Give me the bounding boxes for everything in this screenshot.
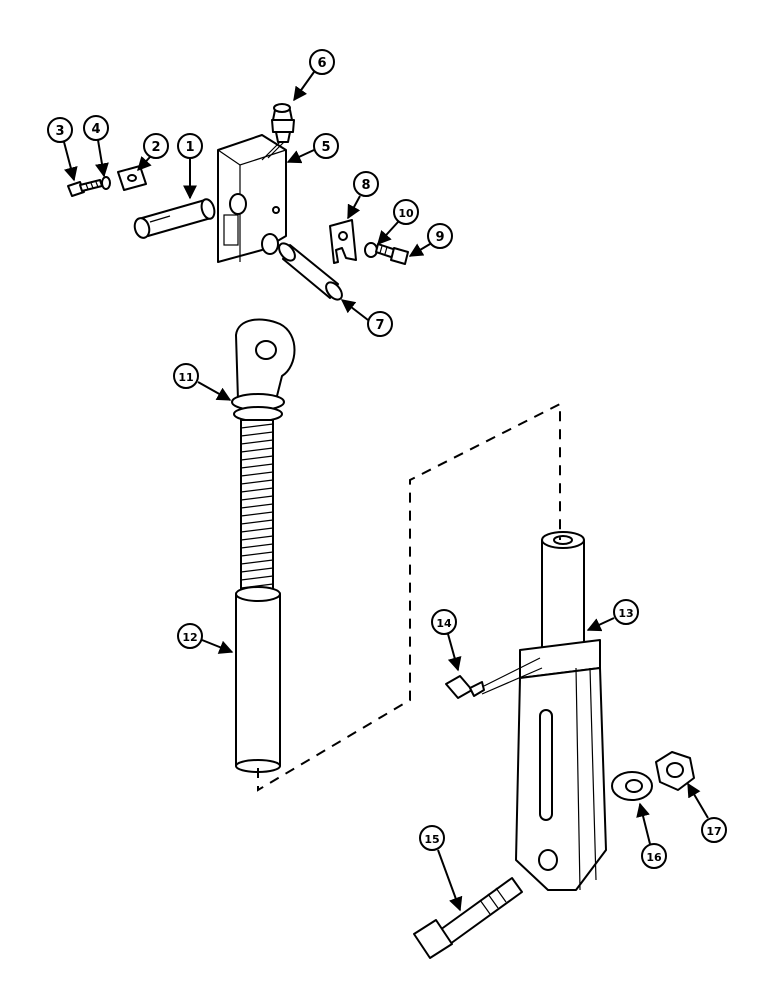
pin-part-7 <box>278 242 343 301</box>
svg-text:1: 1 <box>185 140 194 155</box>
flat-washer-part-16 <box>611 771 653 801</box>
sleeve-part-12 <box>235 586 281 773</box>
clevis-part-13 <box>515 531 607 891</box>
eye-bolt-part-11 <box>231 318 296 611</box>
svg-text:10: 10 <box>398 207 414 220</box>
svg-text:14: 14 <box>436 617 452 630</box>
svg-text:2: 2 <box>151 140 160 155</box>
svg-text:13: 13 <box>618 607 633 620</box>
retainer-plate-part-8 <box>329 219 357 264</box>
callout-1: 1 <box>177 133 203 200</box>
lock-washer-part-10 <box>364 242 378 258</box>
callout-11: 11 <box>173 363 232 401</box>
callout-4: 4 <box>83 115 109 178</box>
clevis-block-part-5 <box>217 134 287 263</box>
svg-text:3: 3 <box>55 124 64 139</box>
callout-14: 14 <box>431 609 462 672</box>
svg-text:11: 11 <box>178 371 193 384</box>
callout-5: 5 <box>286 133 339 164</box>
svg-text:8: 8 <box>361 178 370 193</box>
bolt-part-3 <box>67 179 103 197</box>
callout-8: 8 <box>347 171 379 220</box>
svg-text:7: 7 <box>375 318 384 333</box>
callout-9: 9 <box>408 223 453 257</box>
callout-10: 10 <box>377 199 419 246</box>
lock-washer-part-4 <box>101 176 111 190</box>
callout-12: 12 <box>177 623 234 654</box>
grease-fitting-part-6 <box>261 103 295 161</box>
hex-nut-part-17 <box>655 751 695 791</box>
bolt-part-9 <box>375 243 409 265</box>
svg-text:16: 16 <box>646 851 662 864</box>
retainer-plate-part-2 <box>117 165 147 191</box>
assembly-dashed-line <box>257 402 561 792</box>
callout-3: 3 <box>47 117 78 182</box>
callout-6: 6 <box>293 49 335 102</box>
callout-7: 7 <box>340 299 393 337</box>
svg-text:17: 17 <box>706 825 721 838</box>
grease-fitting-part-14 <box>445 657 543 699</box>
pin-part-1 <box>133 198 216 239</box>
callout-15: 15 <box>419 825 463 912</box>
callout-17: 17 <box>687 782 727 843</box>
svg-text:9: 9 <box>435 230 444 245</box>
callout-16: 16 <box>636 802 667 869</box>
callout-2: 2 <box>137 133 169 172</box>
svg-text:6: 6 <box>317 56 326 71</box>
svg-text:4: 4 <box>91 122 100 137</box>
svg-text:5: 5 <box>321 140 330 155</box>
callout-13: 13 <box>586 599 639 632</box>
svg-text:12: 12 <box>182 631 197 644</box>
clevis-bolt-part-15 <box>413 877 523 959</box>
svg-text:15: 15 <box>424 833 439 846</box>
